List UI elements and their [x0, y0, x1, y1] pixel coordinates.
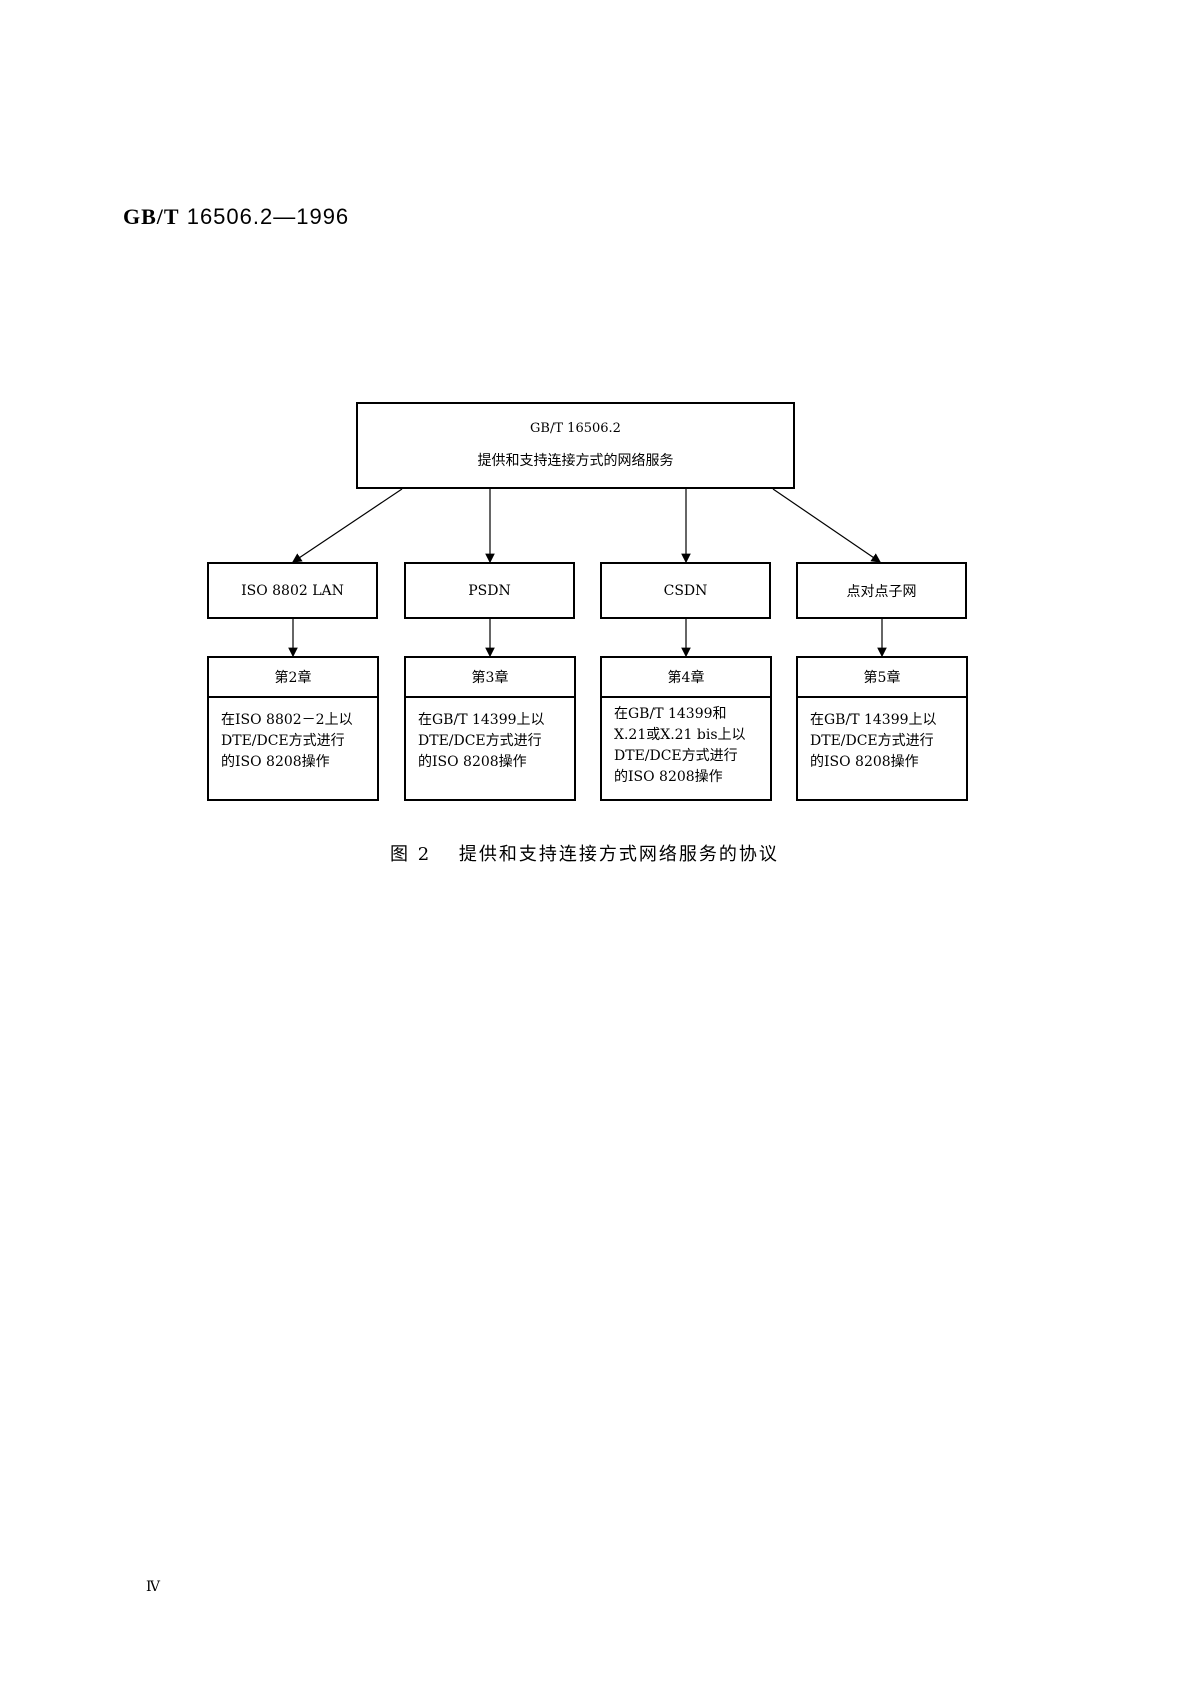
chapter-box-5: 第5章 在GB/T 14399上以 DTE/DCE方式进行 的ISO 8208操… — [796, 656, 968, 801]
document-header: GB/T 16506.2—1996 — [123, 204, 349, 230]
network-label: 点对点子网 — [846, 583, 917, 600]
chapter-heading: 第3章 — [406, 658, 574, 698]
network-box-point-to-point: 点对点子网 — [796, 562, 967, 619]
figure-number: 图 2 — [390, 844, 432, 865]
chapter-box-3: 第3章 在GB/T 14399上以 DTE/DCE方式进行 的ISO 8208操… — [404, 656, 576, 801]
description-line: 的ISO 8208操作 — [221, 754, 330, 770]
description-line: 在GB/T 14399和 — [614, 706, 727, 722]
chapter-box-2: 第2章 在ISO 8802－2上以 DTE/DCE方式进行 的ISO 8208操… — [207, 656, 379, 801]
network-box-csdn: CSDN — [600, 562, 771, 619]
description-line: DTE/DCE方式进行 — [614, 748, 738, 764]
page-number: Ⅳ — [146, 1579, 160, 1595]
network-label: ISO 8802 LAN — [241, 582, 344, 599]
description-line: DTE/DCE方式进行 — [810, 733, 934, 749]
chapter-description: 在ISO 8802－2上以 DTE/DCE方式进行 的ISO 8208操作 — [209, 698, 377, 773]
chapter-box-4: 第4章 在GB/T 14399和 X.21或X.21 bis上以 DTE/DCE… — [600, 656, 772, 801]
standard-code: 16506.2—1996 — [186, 204, 350, 229]
chapter-heading: 第4章 — [602, 658, 770, 698]
chapter-heading: 第2章 — [209, 658, 377, 698]
top-service-box: GB/T 16506.2 提供和支持连接方式的网络服务 — [356, 402, 795, 489]
top-service-standard: GB/T 16506.2 — [530, 421, 621, 436]
description-line: 的ISO 8208操作 — [418, 754, 527, 770]
description-line: 在ISO 8802－2上以 — [221, 712, 353, 728]
description-line: DTE/DCE方式进行 — [221, 733, 345, 749]
description-line: 的ISO 8208操作 — [614, 769, 723, 785]
network-label: CSDN — [663, 582, 708, 599]
description-line: 的ISO 8208操作 — [810, 754, 919, 770]
description-line: DTE/DCE方式进行 — [418, 733, 542, 749]
description-line: 在GB/T 14399上以 — [418, 712, 545, 728]
chapter-heading: 第5章 — [798, 658, 966, 698]
description-line: X.21或X.21 bis上以 — [614, 727, 746, 743]
chapter-description: 在GB/T 14399和 X.21或X.21 bis上以 DTE/DCE方式进行… — [602, 698, 770, 788]
figure-caption: 图 2 提供和支持连接方式网络服务的协议 — [390, 840, 779, 866]
top-service-title: 提供和支持连接方式的网络服务 — [477, 453, 674, 469]
connector-top-to-p2p — [772, 488, 881, 563]
network-box-iso-lan: ISO 8802 LAN — [207, 562, 378, 619]
standard-prefix: GB/T — [123, 204, 180, 229]
network-label: PSDN — [468, 582, 511, 599]
network-box-psdn: PSDN — [404, 562, 575, 619]
chapter-description: 在GB/T 14399上以 DTE/DCE方式进行 的ISO 8208操作 — [798, 698, 966, 773]
connector-top-to-lan — [292, 488, 403, 563]
chapter-description: 在GB/T 14399上以 DTE/DCE方式进行 的ISO 8208操作 — [406, 698, 574, 773]
description-line: 在GB/T 14399上以 — [810, 712, 937, 728]
figure-title: 提供和支持连接方式网络服务的协议 — [458, 844, 779, 865]
